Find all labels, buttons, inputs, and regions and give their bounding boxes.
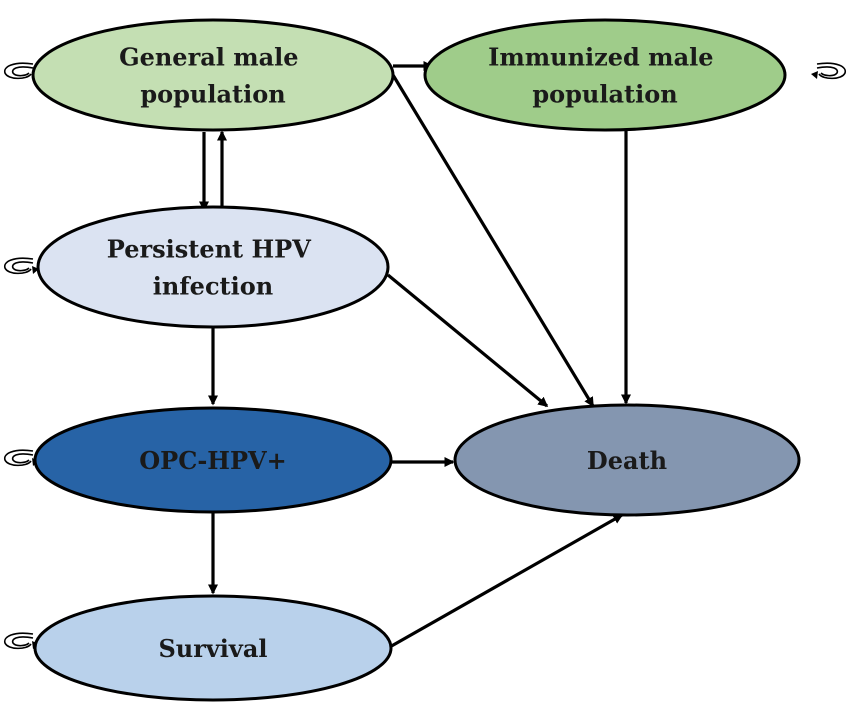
node-survival-shape [33,594,393,702]
node-general-label-line-1: General male [119,43,298,72]
node-persistent-label-line-1: Persistent HPV [107,235,311,264]
node-death-label-line-1: Death [587,446,667,475]
edges-layer [199,61,631,650]
edge-survival-to-death [387,513,624,650]
node-death-shape [453,403,801,517]
node-persistent-label-line-2: infection [153,272,273,301]
self-loop-immunized-icon [811,62,846,80]
node-survival: Survival [33,594,393,702]
node-immunized-label-line-1: Immunized male [488,43,713,72]
nodes-layer: General male population Immunized male p… [31,18,801,702]
self-loops-layer [4,62,846,650]
self-loop-persistent-icon [4,257,39,275]
node-persistent-shape [36,205,390,329]
node-immunized: Immunized male population [423,18,787,132]
node-immunized-shape [423,18,787,132]
node-opc: OPC-HPV+ [33,406,393,514]
node-general-label-line-2: population [140,80,285,109]
node-survival-label-line-1: Survival [158,634,267,663]
node-survival-label: Survival [158,634,267,663]
node-general: General male population [31,18,395,132]
node-persistent: Persistent HPV infection [36,205,390,329]
node-opc-label-line-1: OPC-HPV+ [139,446,286,475]
edge-general-to-death [391,74,595,408]
edge-persistent-to-death [386,273,549,408]
node-immunized-label-line-2: population [532,80,677,109]
node-persistent-label: Persistent HPV infection [107,235,319,301]
node-general-shape [31,18,395,132]
node-general-label: General male population [119,43,307,109]
node-opc-shape [33,406,393,514]
node-immunized-label: Immunized male population [488,43,722,109]
node-opc-label: OPC-HPV+ [139,446,286,475]
node-death-label: Death [587,446,667,475]
node-death: Death [453,403,801,517]
